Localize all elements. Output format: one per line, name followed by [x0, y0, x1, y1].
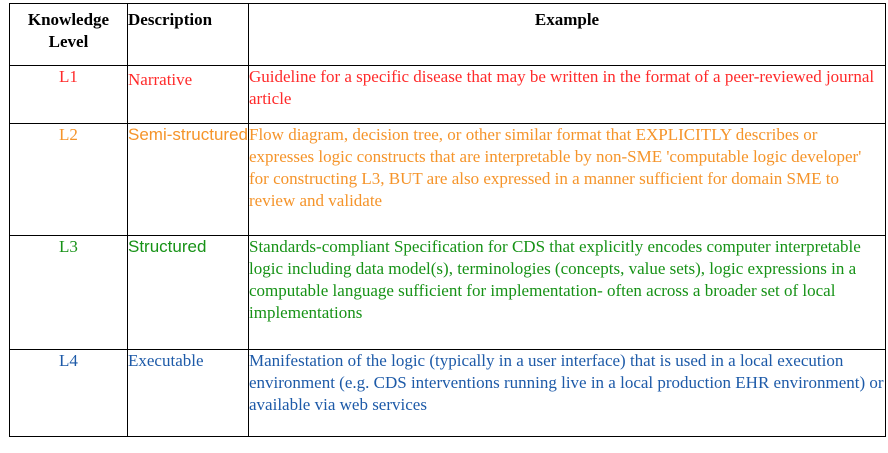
example-cell: Standards-compliant Specification for CD… [248, 235, 886, 350]
description-cell: Structured [127, 235, 249, 350]
example-cell: Manifestation of the logic (typically in… [248, 349, 886, 437]
level-cell: L4 [9, 349, 128, 437]
table-row: L4 Executable Manifestation of the logic… [9, 349, 886, 437]
example-cell: Guideline for a specific disease that ma… [248, 65, 886, 124]
level-cell: L2 [9, 123, 128, 236]
table-row: L3 Structured Standards-compliant Specif… [9, 235, 886, 350]
header-example: Example [248, 3, 886, 66]
description-cell: Narrative [127, 65, 249, 124]
header-row: Knowledge Level Description Example [9, 3, 886, 66]
table-row: L2 Semi-structured Flow diagram, decisio… [9, 123, 886, 236]
description-cell: Executable [127, 349, 249, 437]
example-cell: Flow diagram, decision tree, or other si… [248, 123, 886, 236]
table-row: L1 Narrative Guideline for a specific di… [9, 65, 886, 124]
level-cell: L3 [9, 235, 128, 350]
header-knowledge-level: Knowledge Level [9, 3, 128, 66]
knowledge-level-table: Knowledge Level Description Example L1 N… [9, 3, 886, 437]
level-cell: L1 [9, 65, 128, 124]
description-cell: Semi-structured [127, 123, 249, 236]
header-description: Description [127, 3, 249, 66]
